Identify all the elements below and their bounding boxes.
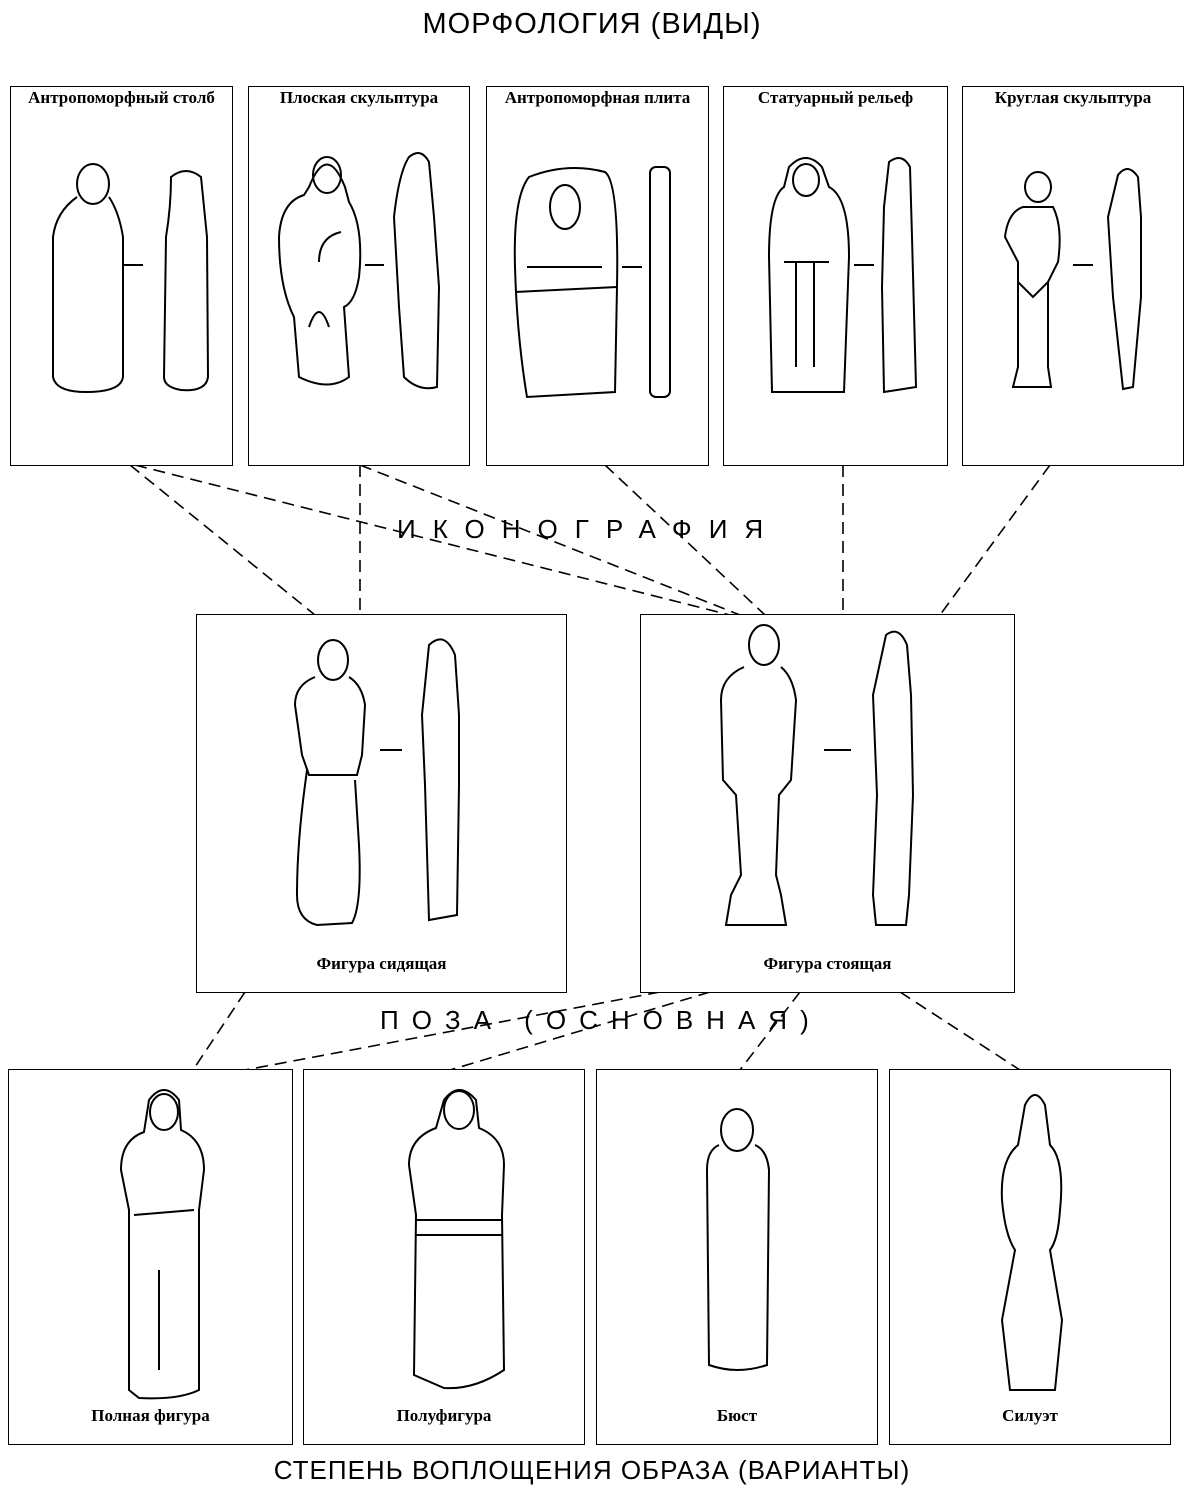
silhouette-figure-icon xyxy=(890,1070,1172,1446)
full-figure-icon xyxy=(9,1070,294,1446)
variant-label: Силуэт xyxy=(890,1406,1170,1426)
pose-label: ПОЗА (ОСНОВНАЯ) xyxy=(380,1005,822,1036)
pose-label: Фигура сидящая xyxy=(197,954,566,974)
flat-sculpture-figure-icon xyxy=(249,87,471,467)
degree-heading: СТЕПЕНЬ ВОПЛОЩЕНИЯ ОБРАЗА (ВАРИАНТЫ) xyxy=(0,1455,1184,1486)
type-box-statuary-relief: Статуарный рельеф xyxy=(723,86,948,466)
relief-figure-icon xyxy=(724,87,949,467)
variant-box-silhouette: Силуэт xyxy=(889,1069,1171,1445)
variant-box-bust: Бюст xyxy=(596,1069,878,1445)
type-box-round-sculpture: Круглая скульптура xyxy=(962,86,1184,466)
type-box-pillar: Антропоморфный столб xyxy=(10,86,233,466)
type-box-slab: Антропоморфная плита xyxy=(486,86,709,466)
round-sculpture-figure-icon xyxy=(963,87,1184,467)
standing-figure-icon xyxy=(641,615,1016,994)
pose-label: Фигура стоящая xyxy=(641,954,1014,974)
variant-label: Полуфигура xyxy=(304,1406,584,1426)
half-figure-icon xyxy=(304,1070,586,1446)
variant-label: Бюст xyxy=(597,1406,877,1426)
pose-box-standing: Фигура стоящая xyxy=(640,614,1015,993)
variant-box-full-figure: Полная фигура xyxy=(8,1069,293,1445)
variant-box-half-figure: Полуфигура xyxy=(303,1069,585,1445)
pose-box-seated: Фигура сидящая xyxy=(196,614,567,993)
bust-figure-icon xyxy=(597,1070,879,1446)
variant-label: Полная фигура xyxy=(9,1406,292,1426)
slab-figure-icon xyxy=(487,87,710,467)
pillar-figure-icon xyxy=(11,87,234,467)
seated-figure-icon xyxy=(197,615,568,994)
iconography-label: ИКОНОГРАФИЯ xyxy=(397,514,780,545)
type-box-flat-sculpture: Плоская скульптура xyxy=(248,86,470,466)
